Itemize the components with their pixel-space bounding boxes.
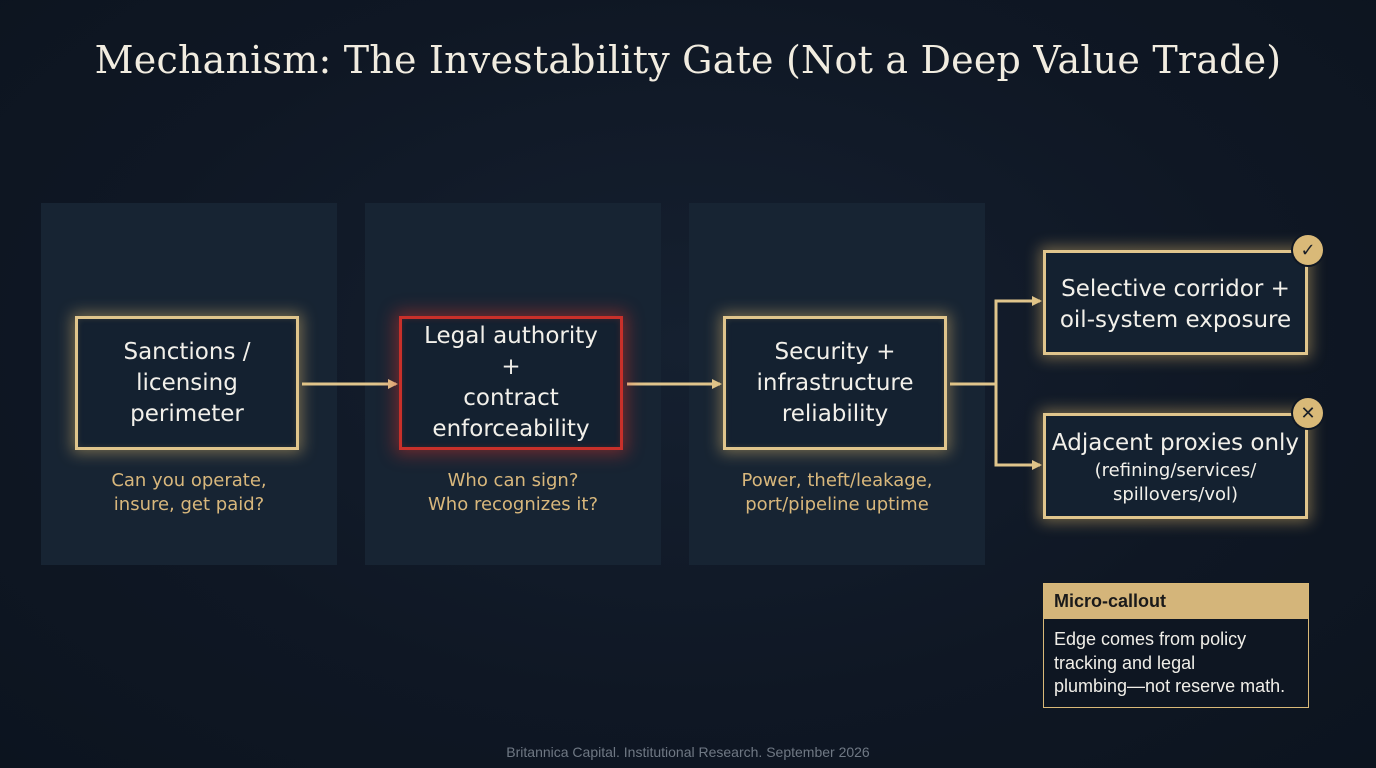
gate-line: Security + [774, 338, 896, 365]
outcome-title: Adjacent proxies only [1051, 430, 1300, 456]
footer-credit: Britannica Capital. Institutional Resear… [506, 744, 870, 760]
gate-box-sanctions: Sanctions / licensing perimeter [75, 316, 299, 450]
gate-question-security: Power, theft/leakage, port/pipeline upti… [689, 469, 985, 517]
x-icon: ✕ [1293, 398, 1323, 428]
gate-line: perimeter [130, 400, 244, 427]
callout-line: plumbing—not reserve math. [1054, 676, 1286, 696]
outcome-detail-line: (refining/services/ [1094, 460, 1257, 481]
check-icon: ✓ [1293, 235, 1323, 265]
outcome-detail-line: spillovers/vol) [1112, 484, 1239, 505]
gate-line: infrastructure [756, 369, 914, 396]
outcome-positive: Selective corridor + oil-system exposure [1043, 250, 1308, 355]
gate-question-line: Who recognizes it? [428, 494, 598, 515]
outcome-line: Selective corridor + [1061, 276, 1290, 302]
outcome-negative: Adjacent proxies only (refining/services… [1043, 413, 1308, 519]
gate-line: reliability [781, 400, 889, 427]
gate-line: licensing [136, 369, 238, 396]
gate-question-line: port/pipeline uptime [745, 494, 929, 515]
gate-line: Sanctions / [123, 338, 251, 365]
gate-question-sanctions: Can you operate, insure, get paid? [41, 469, 337, 517]
callout-line: tracking and legal [1054, 652, 1196, 673]
gate-question-line: Power, theft/leakage, [741, 470, 933, 491]
callout-body: Edge comes from policy tracking and lega… [1044, 619, 1308, 699]
callout-header: Micro-callout [1044, 584, 1308, 619]
gate-line: contract [463, 385, 559, 411]
gate-question-legal: Who can sign? Who recognizes it? [365, 469, 661, 517]
gate-question-line: Who can sign? [447, 470, 579, 491]
gate-line: Legal authority + [424, 323, 598, 380]
gate-line: enforceability [432, 416, 590, 442]
arrow-to-positive-outcome [994, 296, 1042, 384]
micro-callout: Micro-callout Edge comes from policy tra… [1043, 583, 1309, 708]
gate-question-line: Can you operate, [111, 470, 267, 491]
gate-box-legal: Legal authority + contract enforceabilit… [399, 316, 623, 450]
callout-line: Edge comes from policy [1054, 629, 1247, 649]
page-title: Mechanism: The Investability Gate (Not a… [94, 38, 1282, 82]
arrow-to-negative-outcome [994, 384, 1042, 470]
gate-box-security: Security + infrastructure reliability [723, 316, 947, 450]
gate-question-line: insure, get paid? [113, 494, 265, 515]
outcome-line: oil-system exposure [1059, 307, 1292, 333]
